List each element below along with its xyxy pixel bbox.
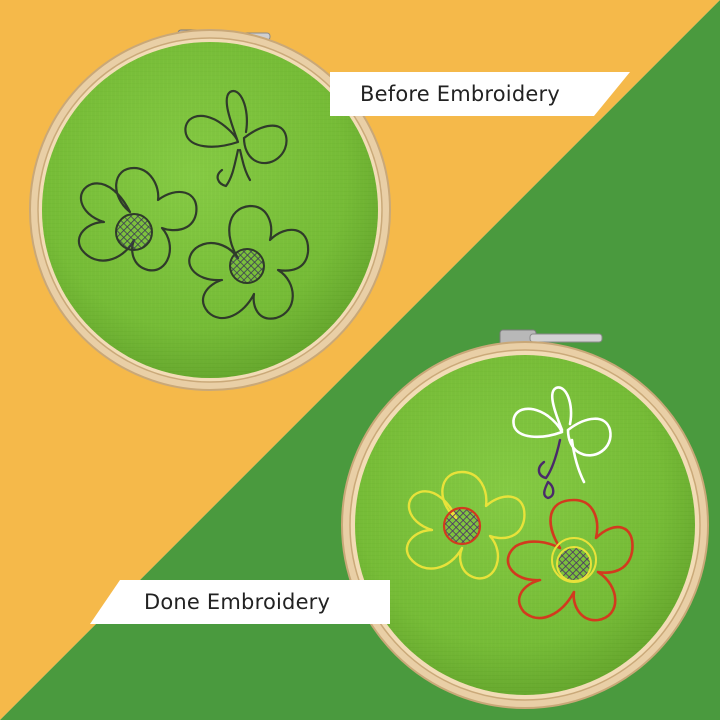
embroidered-flower-yellow-center xyxy=(442,506,482,546)
sketch-butterfly xyxy=(184,89,288,188)
done-embroidery-label: Done Embroidery xyxy=(144,590,331,614)
sketch-flower-left xyxy=(77,166,198,272)
embroidered-butterfly xyxy=(512,386,612,484)
embroidered-antenna xyxy=(537,438,562,500)
before-embroidery-label: Before Embroidery xyxy=(360,82,560,106)
embroidered-flower-yellow xyxy=(405,470,526,580)
before-hoop xyxy=(29,29,391,391)
embroidered-flower-red-center xyxy=(556,546,592,582)
done-embroidery-banner: Done Embroidery xyxy=(90,580,390,624)
sketch-flower-left-center xyxy=(115,213,153,251)
embroidered-flower-red xyxy=(506,498,634,622)
sketch-flower-right xyxy=(188,204,310,320)
sketch-flower-right-center xyxy=(229,248,265,284)
done-hoop xyxy=(341,329,709,709)
hoop-screw xyxy=(529,333,603,343)
before-embroidery-banner: Before Embroidery xyxy=(330,72,630,116)
